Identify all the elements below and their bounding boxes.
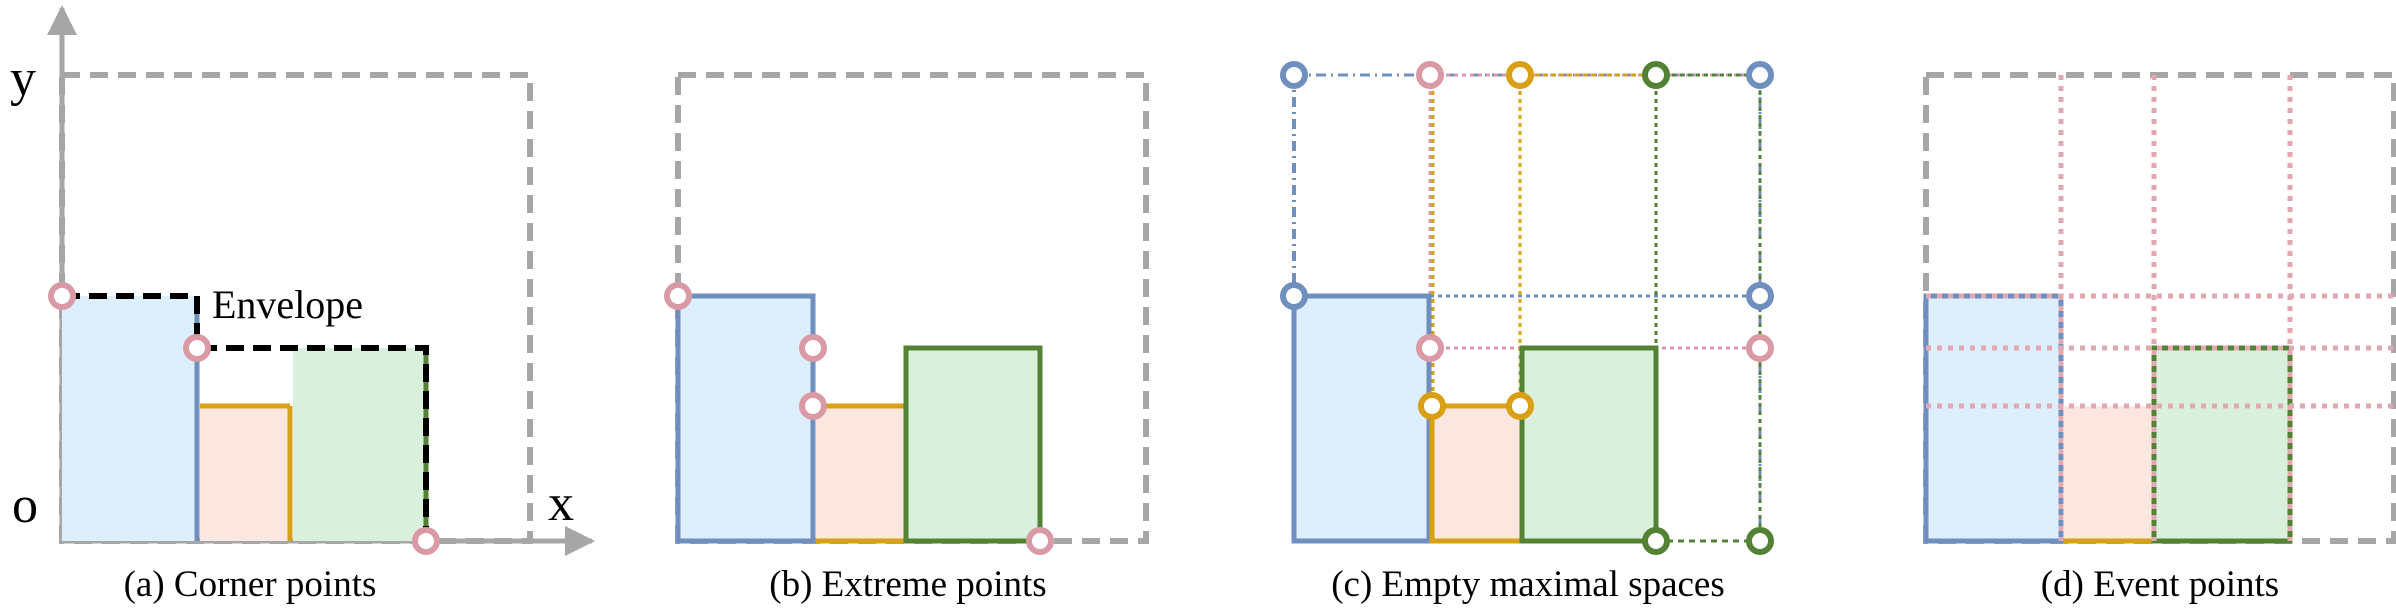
orange-point-top [1506,61,1534,89]
panel-a-corner-points: y o x Envelope (a) Corner points [10,5,595,605]
green-point-top-left [1642,61,1670,89]
origin-label: o [12,477,38,534]
caption-a: (a) Corner points [124,564,377,605]
blue-box [675,293,816,544]
panel-b-extreme-points: (b) Extreme points [664,72,1149,605]
x-axis-label: x [548,475,574,532]
extreme-point-1 [664,282,692,310]
blue-point-mid-right [1746,282,1774,310]
extreme-point-3 [799,392,827,420]
caption-d: (d) Event points [2041,564,2279,605]
caption-c: (c) Empty maximal spaces [1331,564,1725,605]
blue-point-top-left [1280,61,1308,89]
pink-point-left [1416,334,1444,362]
blue-box [1291,293,1432,544]
green-box [903,345,1043,544]
pink-point-right [1746,334,1774,362]
envelope-outline [62,293,429,541]
blue-box [1923,293,2064,544]
pink-point-top [1416,61,1444,89]
orange-point-right [1506,392,1534,420]
orange-box [1429,403,1525,544]
green-point-bottom-left [1642,527,1670,555]
green-box [1519,345,1659,544]
green-box [293,348,426,541]
orange-box [2064,406,2154,541]
corner-point-2 [183,334,211,362]
corner-point-1 [48,282,76,310]
blue-point-top-right [1746,61,1774,89]
extreme-point-4 [1026,527,1054,555]
orange-box [200,406,290,541]
caption-b: (b) Extreme points [769,564,1046,605]
panel-c-empty-maximal-spaces: (c) Empty maximal spaces [1280,61,1774,605]
orange-point-left [1418,392,1446,420]
orange-box [816,406,906,541]
y-axis-label: y [10,50,36,107]
envelope-label: Envelope [212,282,363,327]
panel-d-event-points: (d) Event points [1923,72,2396,605]
blue-point-mid-left [1280,282,1308,310]
green-point-bottom-right [1746,527,1774,555]
extreme-point-2 [799,334,827,362]
green-box [2151,345,2293,544]
blue-box [62,296,197,541]
corner-point-3 [412,527,440,555]
